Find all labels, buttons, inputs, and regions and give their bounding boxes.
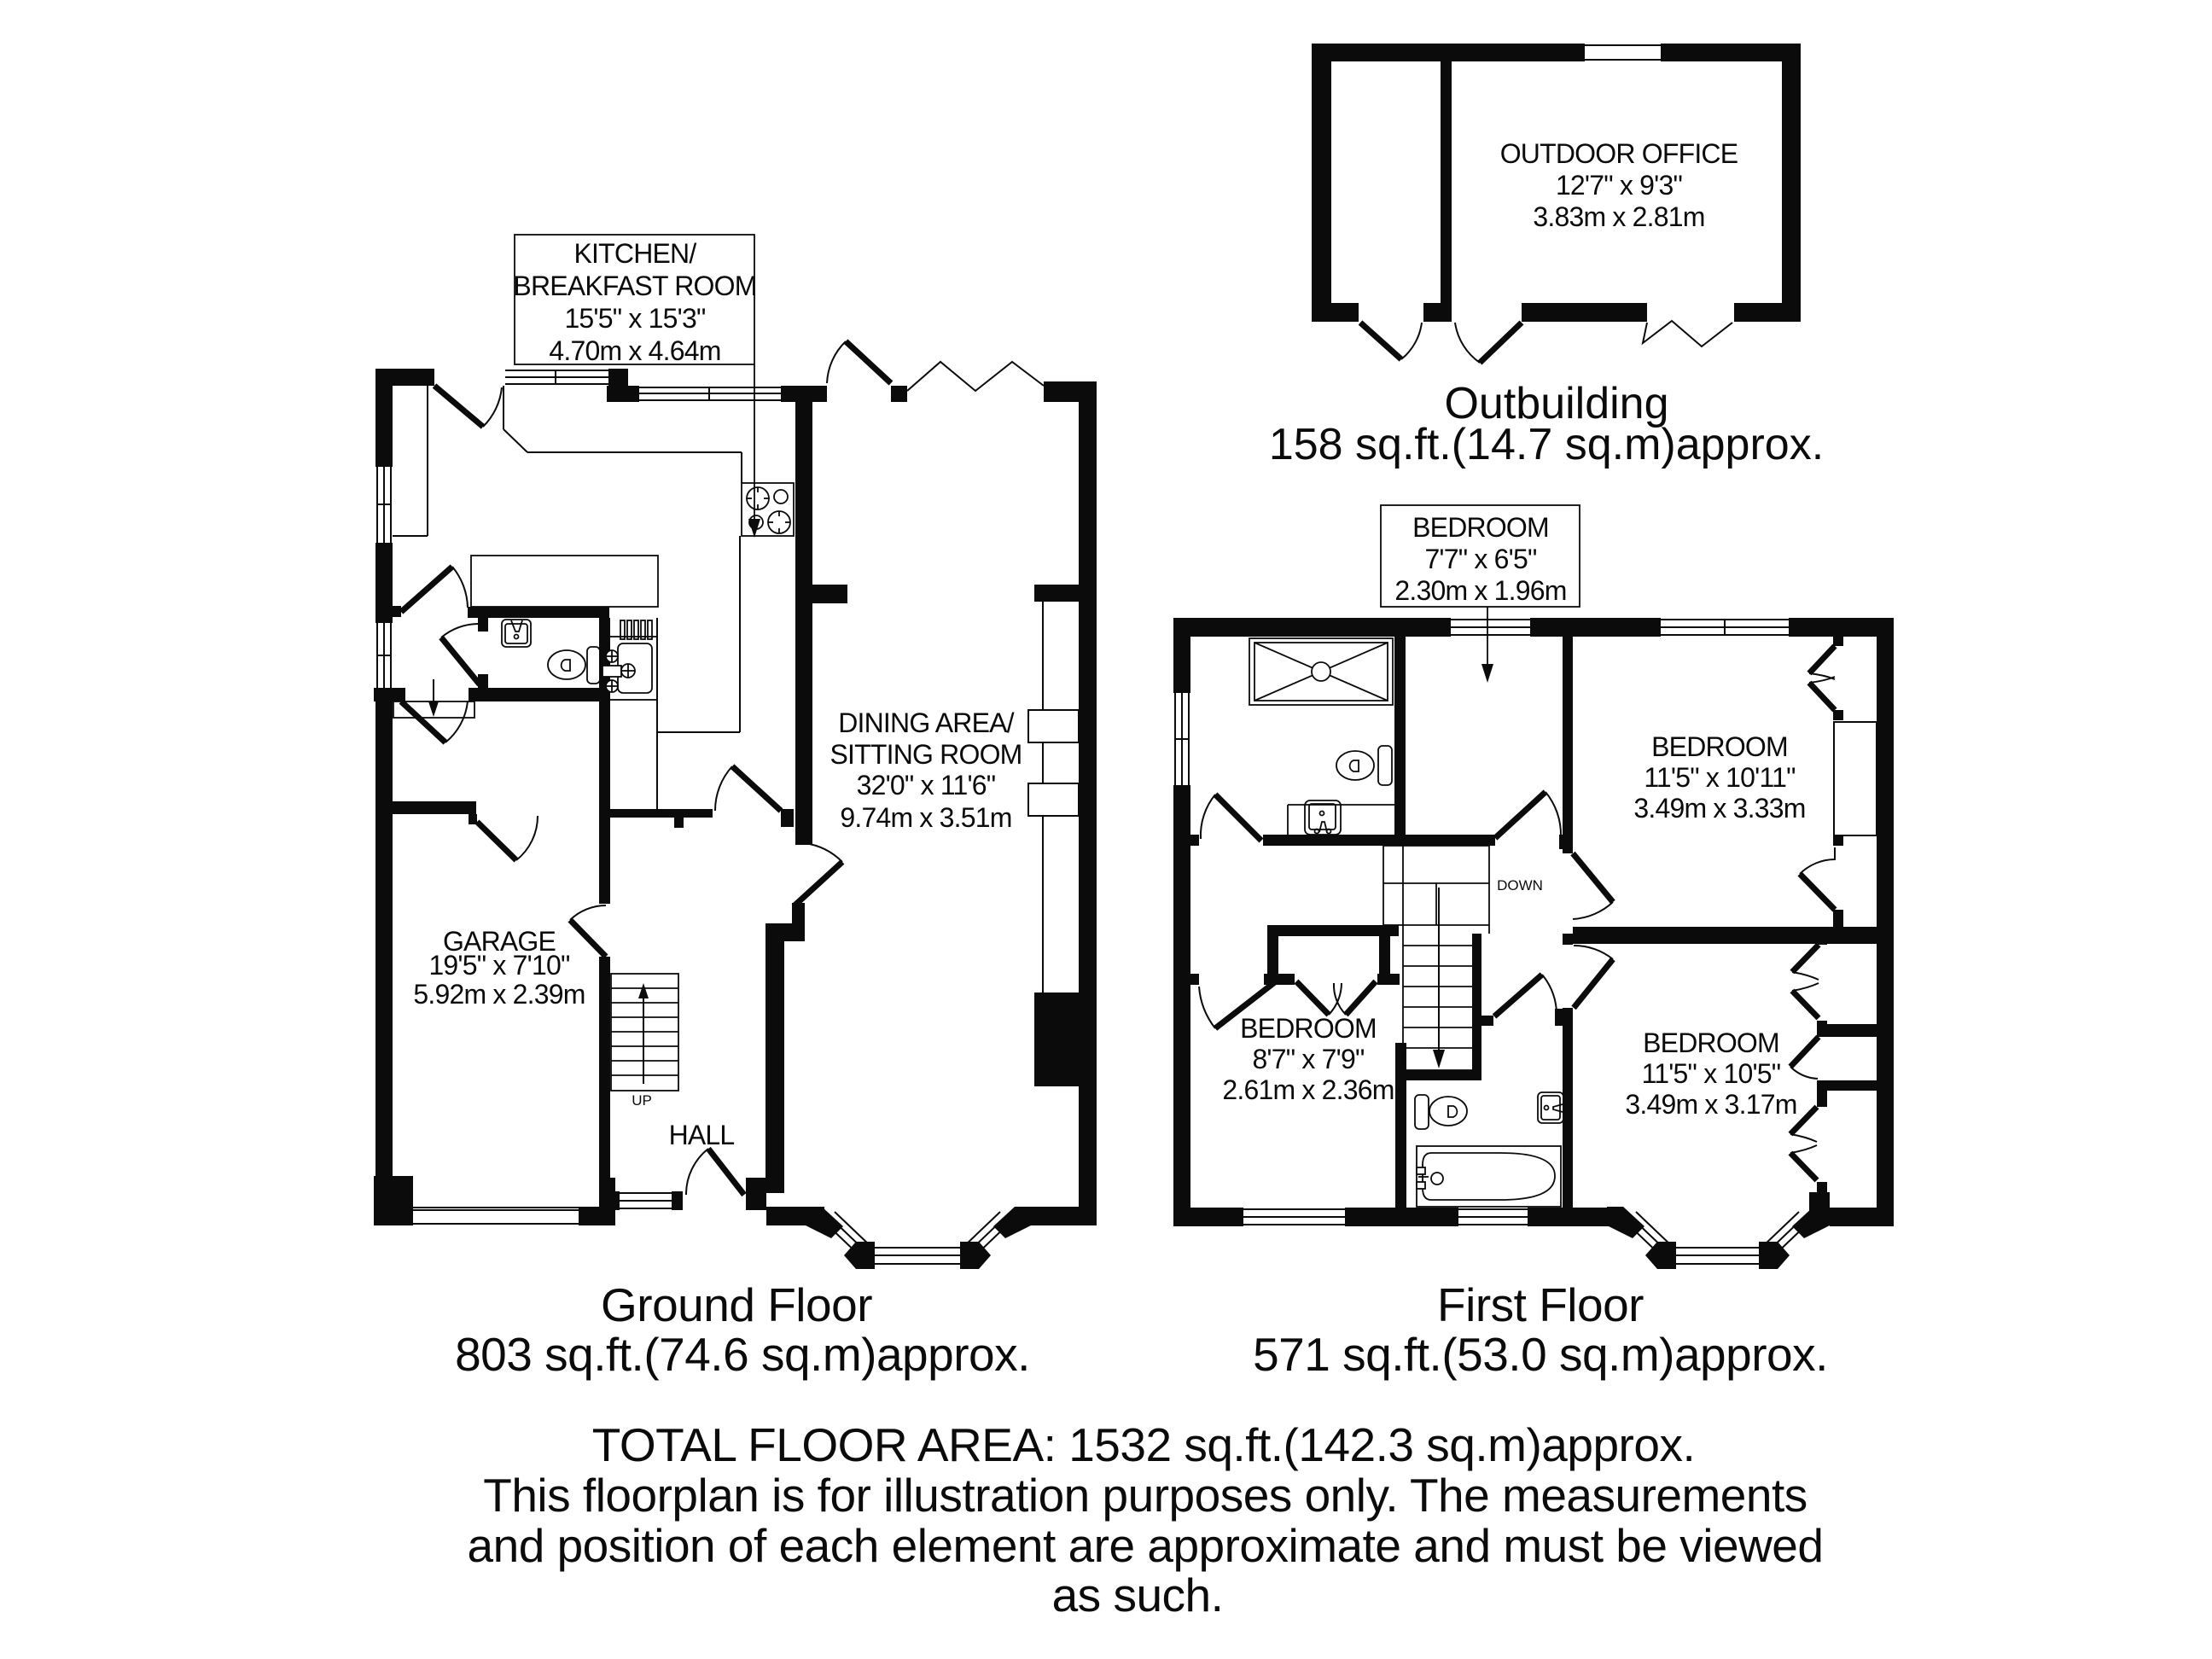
svg-text:158 sq.ft.(14.7 sq.m)approx.: 158 sq.ft.(14.7 sq.m)approx. [1269, 420, 1824, 469]
svg-text:TOTAL FLOOR AREA: 1532 sq.ft.(: TOTAL FLOOR AREA: 1532 sq.ft.(142.3 sq.m… [592, 1418, 1695, 1471]
svg-text:BEDROOM: BEDROOM [1651, 731, 1788, 762]
svg-text:11'5" x 10'11": 11'5" x 10'11" [1644, 762, 1795, 793]
svg-text:and position of each element a: and position of each element are approxi… [468, 1519, 1824, 1572]
svg-text:BEDROOM: BEDROOM [1412, 512, 1549, 543]
svg-text:571 sq.ft.(53.0 sq.m)approx.: 571 sq.ft.(53.0 sq.m)approx. [1253, 1328, 1828, 1381]
svg-text:803 sq.ft.(74.6 sq.m)approx.: 803 sq.ft.(74.6 sq.m)approx. [455, 1328, 1030, 1381]
svg-text:32'0" x 11'6": 32'0" x 11'6" [857, 770, 996, 800]
svg-text:This floorplan is for illustra: This floorplan is for illustration purpo… [483, 1469, 1807, 1522]
svg-text:2.30m x 1.96m: 2.30m x 1.96m [1394, 575, 1566, 606]
svg-text:12'7" x 9'3": 12'7" x 9'3" [1556, 170, 1682, 201]
svg-text:3.49m x 3.33m: 3.49m x 3.33m [1633, 793, 1805, 824]
svg-text:SITTING ROOM: SITTING ROOM [830, 739, 1022, 770]
svg-text:5.92m x 2.39m: 5.92m x 2.39m [413, 979, 585, 1010]
svg-text:9.74m x 3.51m: 9.74m x 3.51m [840, 802, 1011, 833]
svg-text:BEDROOM: BEDROOM [1643, 1027, 1779, 1058]
svg-text:7'7" x 6'5": 7'7" x 6'5" [1424, 544, 1536, 574]
svg-text:First Floor: First Floor [1437, 1278, 1644, 1331]
svg-text:OUTDOOR OFFICE: OUTDOOR OFFICE [1500, 138, 1738, 169]
svg-text:BEDROOM: BEDROOM [1240, 1013, 1377, 1044]
svg-text:4.70m x 4.64m: 4.70m x 4.64m [549, 335, 720, 366]
svg-text:8'7" x 7'9": 8'7" x 7'9" [1252, 1044, 1364, 1074]
svg-text:Outbuilding: Outbuilding [1444, 379, 1668, 428]
svg-text:DINING AREA/: DINING AREA/ [838, 707, 1014, 738]
svg-text:HALL: HALL [669, 1120, 735, 1150]
svg-text:19'5" x 7'10": 19'5" x 7'10" [428, 950, 569, 981]
svg-text:3.83m x 2.81m: 3.83m x 2.81m [1533, 201, 1704, 232]
svg-text:BREAKFAST ROOM: BREAKFAST ROOM [513, 271, 756, 301]
svg-text:UP: UP [632, 1092, 652, 1109]
svg-text:Ground Floor: Ground Floor [601, 1278, 872, 1331]
svg-text:11'5" x 10'5": 11'5" x 10'5" [1642, 1058, 1781, 1089]
svg-text:DOWN: DOWN [1497, 877, 1543, 894]
svg-text:as such.: as such. [1052, 1569, 1224, 1621]
svg-text:15'5" x 15'3": 15'5" x 15'3" [564, 303, 705, 334]
svg-text:2.61m x 2.36m: 2.61m x 2.36m [1222, 1074, 1394, 1105]
svg-text:3.49m x 3.17m: 3.49m x 3.17m [1625, 1089, 1796, 1120]
svg-text:KITCHEN/: KITCHEN/ [574, 238, 697, 269]
svg-text:GARAGE: GARAGE [443, 926, 556, 957]
